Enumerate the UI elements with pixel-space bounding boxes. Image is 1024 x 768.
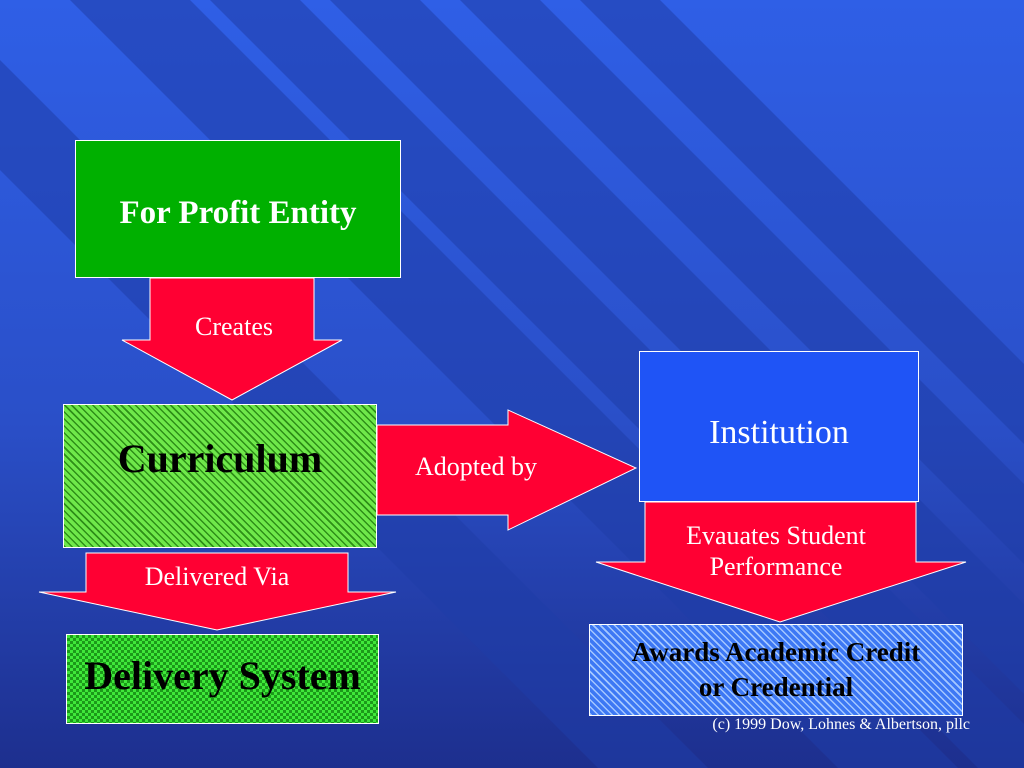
- adopted-by-label: Adopted by: [414, 452, 538, 481]
- evaluates-label-line2: Performance: [709, 552, 843, 582]
- awards-label-line1: Awards Academic Credit: [631, 636, 921, 667]
- institution-label: Institution: [709, 414, 849, 451]
- curriculum-label: Curriculum: [117, 436, 323, 481]
- awards-label-line2: or Credential: [698, 672, 854, 702]
- delivery-system-box: Delivery System: [66, 634, 379, 724]
- evaluates-performance-label: Evauates Student Performance: [640, 520, 912, 582]
- creates-label: Creates: [195, 312, 273, 341]
- delivery-system-label: Delivery System: [84, 652, 361, 698]
- curriculum-box: Curriculum: [63, 404, 377, 548]
- for-profit-entity-box: For Profit Entity: [75, 140, 401, 278]
- for-profit-entity-label: For Profit Entity: [119, 194, 357, 231]
- awards-credit-box: Awards Academic Credit or Credential: [589, 624, 963, 716]
- copyright-text: (c) 1999 Dow, Lohnes & Albertson, pllc: [712, 716, 970, 733]
- evaluates-label-line1: Evauates Student: [686, 521, 866, 550]
- delivered-via-label: Delivered Via: [144, 562, 290, 591]
- institution-box: Institution: [639, 351, 919, 502]
